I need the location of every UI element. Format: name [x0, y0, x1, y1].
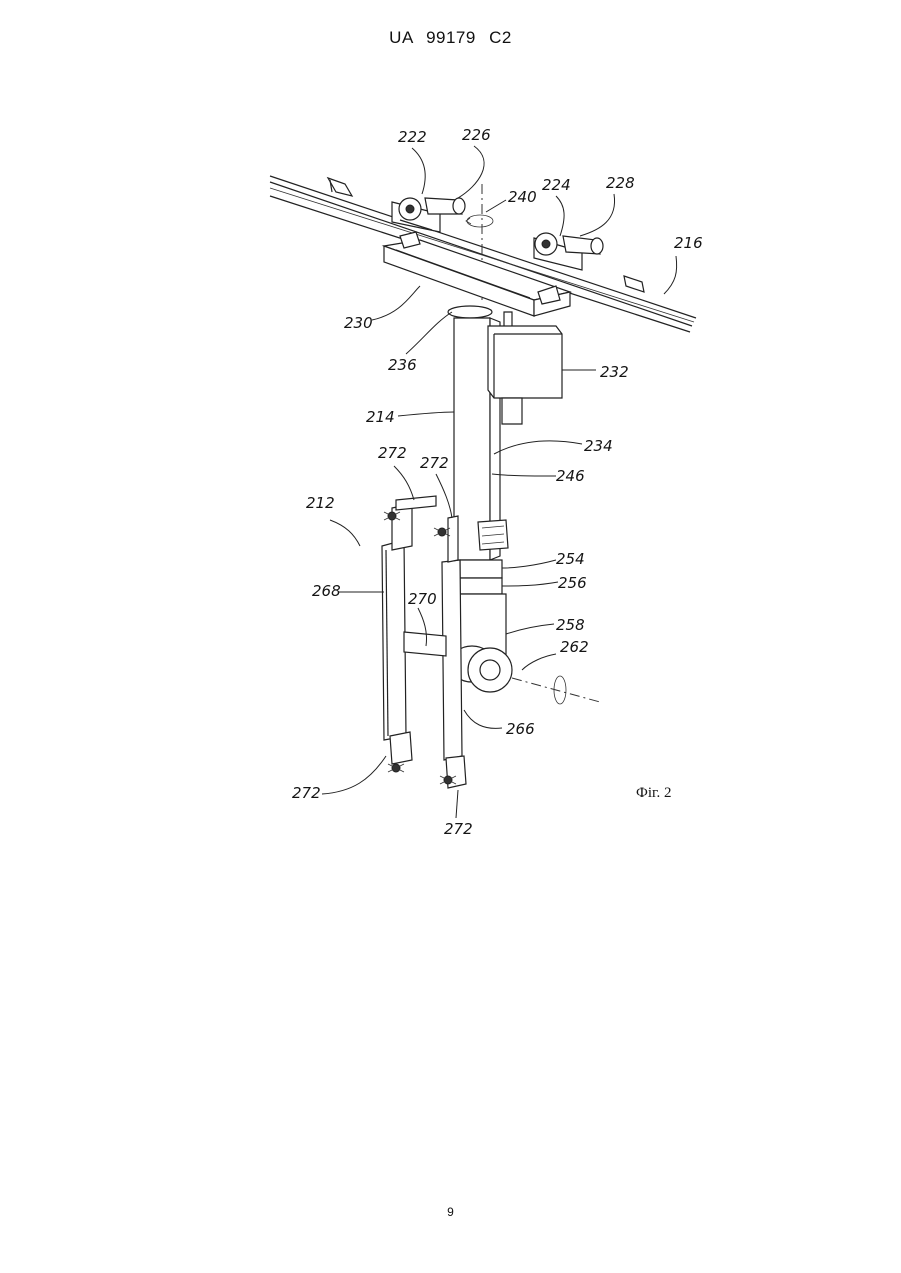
label-236: 236	[388, 356, 417, 374]
rotation-arrow-240	[467, 215, 493, 227]
label-230: 230	[344, 314, 373, 332]
rotary-joint-236	[448, 306, 492, 318]
label-240: 240	[508, 188, 537, 206]
patent-drawing: 222 226 240 224 228 216 230 236 232 214 …	[0, 0, 901, 900]
label-232: 232	[600, 363, 629, 381]
gear-clamp	[478, 520, 508, 550]
label-228: 228	[606, 174, 635, 192]
label-256: 256	[558, 574, 587, 592]
rail-end-block-right	[624, 276, 644, 292]
label-226: 226	[462, 126, 491, 144]
label-272-top-left: 272	[378, 444, 407, 462]
label-266: 266	[506, 720, 535, 738]
label-246: 246	[556, 467, 585, 485]
label-262: 262	[560, 638, 589, 656]
label-254: 254	[556, 550, 585, 568]
label-268: 268	[312, 582, 341, 600]
column-sections-254-256	[460, 560, 502, 594]
label-272-top-right: 272	[420, 454, 449, 472]
rotation-axis-262	[512, 678, 600, 702]
label-216: 216	[674, 234, 703, 252]
label-224: 224	[542, 176, 571, 194]
label-272-bottom-left: 272	[292, 784, 321, 802]
rail-end-block	[328, 178, 352, 196]
label-222: 222	[398, 128, 427, 146]
label-212: 212	[306, 494, 335, 512]
figure-caption: Фіг. 2	[636, 785, 671, 801]
label-214: 214	[366, 408, 395, 426]
label-234: 234	[584, 437, 613, 455]
carriage-224	[534, 233, 603, 270]
gripper-frame-212	[382, 496, 466, 788]
page-number: 9	[0, 1205, 901, 1219]
figure-2: 222 226 240 224 228 216 230 236 232 214 …	[0, 0, 901, 900]
label-258: 258	[556, 616, 585, 634]
label-270: 270	[408, 590, 437, 608]
label-272-bottom-right: 272	[444, 820, 473, 838]
